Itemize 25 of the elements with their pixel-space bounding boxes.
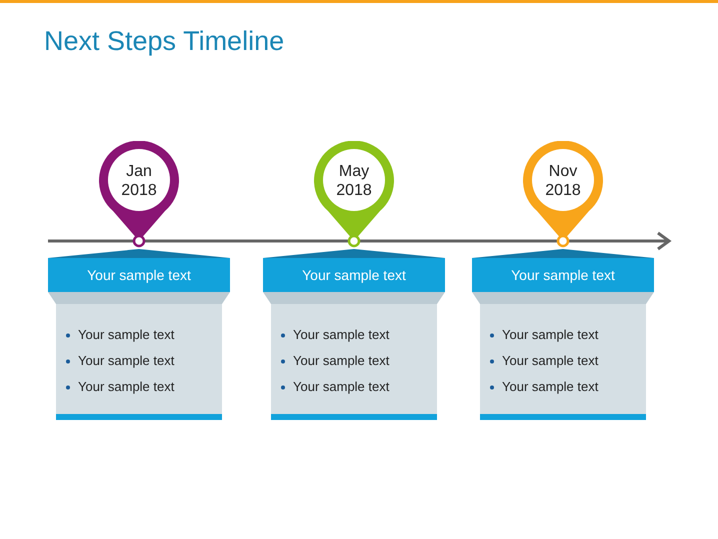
bullet-text: Your sample text	[502, 353, 598, 368]
bullet-text: Your sample text	[502, 379, 598, 394]
header-band	[472, 249, 654, 292]
header-band	[48, 249, 230, 292]
date-label: Jan 2018	[120, 162, 158, 200]
bullet-text: Your sample text	[293, 353, 390, 368]
bullet-text: Your sample text	[78, 327, 174, 342]
bullet-text: Your sample text	[78, 379, 174, 394]
content-panel	[48, 292, 230, 421]
date-label: May 2018	[335, 162, 373, 200]
heading-text: Your sample text	[510, 267, 616, 283]
bullet-text: Your sample text	[502, 327, 598, 342]
content-panel	[263, 292, 445, 421]
header-band	[263, 249, 445, 292]
bullet-text: Your sample text	[293, 379, 390, 394]
bullet-text: Your sample text	[78, 353, 174, 368]
title: Next Steps Timeline	[44, 26, 284, 57]
content-panel	[472, 292, 654, 421]
location-pin	[99, 141, 179, 248]
heading-text: Your sample text	[86, 267, 192, 283]
location-pin	[314, 141, 394, 248]
heading-text: Your sample text	[301, 267, 407, 283]
date-label: Nov 2018	[544, 162, 582, 200]
location-pin	[523, 141, 603, 248]
bullet-text: Your sample text	[293, 327, 390, 342]
